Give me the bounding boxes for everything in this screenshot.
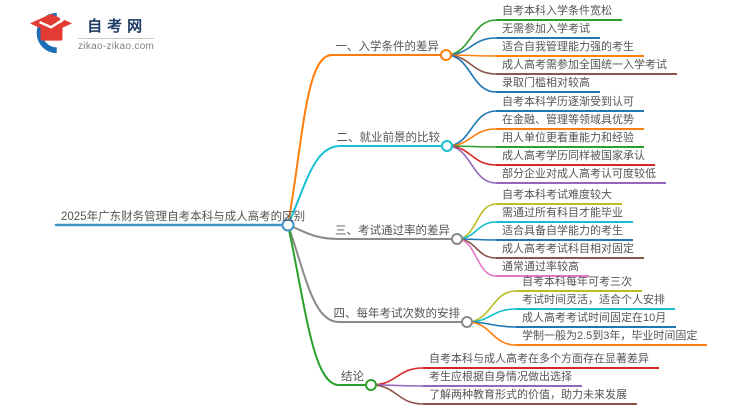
connector-line — [370, 384, 424, 405]
connector-line — [456, 203, 497, 240]
branch-node-handle[interactable] — [461, 316, 473, 328]
connector-line — [445, 54, 497, 93]
connector-line — [456, 238, 497, 277]
mindmap-branch-label[interactable]: 四、每年考试次数的安排 — [333, 308, 461, 320]
connector-line — [466, 321, 517, 328]
mindmap-leaf[interactable]: 成人高考学历同样被国家承认 — [496, 149, 655, 166]
mindmap-leaf[interactable]: 自考本科每年可考三次 — [516, 275, 642, 292]
mindmap-leaf[interactable]: 成人高考需参加全国统一入学考试 — [496, 58, 677, 75]
mindmap-leaf[interactable]: 适合自我管理能力强的考生 — [496, 40, 644, 57]
mindmap-leaf[interactable]: 考试时间灵活，适合个人安排 — [516, 293, 675, 310]
connector-line — [456, 221, 497, 240]
connector-line — [287, 224, 372, 386]
branch-node-handle[interactable] — [440, 49, 452, 61]
mindmap-leaf[interactable]: 部分企业对成人高考认可度较低 — [496, 167, 666, 184]
connector-line — [445, 19, 497, 56]
mindmap-leaf[interactable]: 在金融、管理等领域具优势 — [496, 113, 644, 130]
connector-line — [466, 308, 517, 323]
logo-domain: zikao-zikao.com — [78, 37, 155, 52]
connector-line — [466, 290, 517, 323]
connector-line — [445, 54, 497, 75]
mindmap-leaf[interactable]: 需通过所有科目才能毕业 — [496, 206, 633, 223]
mindmap-leaf[interactable]: 用人单位更看重能力和经验 — [496, 131, 644, 148]
mindmap-branch-label[interactable]: 结论 — [341, 371, 364, 383]
mindmap-branch-label[interactable]: 二、就业前景的比较 — [336, 132, 441, 144]
site-logo: 自考网 zikao-zikao.com — [28, 11, 155, 55]
mindmap-leaf[interactable]: 了解两种教育形式的价值，助力未来发展 — [423, 388, 637, 405]
connector-line — [446, 145, 497, 166]
connector-line — [466, 321, 517, 346]
mindmap-leaf[interactable]: 自考本科考试难度较大 — [496, 188, 622, 205]
connector-line — [446, 145, 497, 184]
branch-node-handle[interactable] — [365, 379, 377, 391]
connector-line — [445, 37, 497, 56]
root-topic[interactable]: 2025年广东财务管理自考本科与成人高考的区别 — [61, 211, 306, 223]
connector-line — [370, 367, 424, 386]
mindmap-leaf[interactable]: 通常通过率较高 — [496, 260, 589, 277]
mindmap-leaf[interactable]: 考生应根据自身情况做出选择 — [423, 370, 582, 387]
mindmap-leaf[interactable]: 自考本科与成人高考在多个方面存在显著差异 — [423, 352, 659, 369]
mindmap-branch-label[interactable]: 一、入学条件的差异 — [335, 41, 440, 53]
mindmap-branch-label[interactable]: 三、考试通过率的差异 — [335, 225, 450, 237]
mindmap-leaf[interactable]: 自考本科入学条件宽松 — [496, 4, 622, 21]
mindmap-leaf[interactable]: 适合具备自学能力的考生 — [496, 224, 633, 241]
branch-node-handle[interactable] — [451, 233, 463, 245]
connector-line — [456, 238, 497, 259]
connector-line — [370, 384, 424, 387]
connector-line — [445, 54, 497, 57]
mindmap-leaf[interactable]: 成人高考考试科目相对固定 — [496, 242, 644, 259]
mindmap-leaf[interactable]: 录取门槛相对较高 — [496, 76, 600, 93]
mindmap-leaf[interactable]: 无需参加入学考试 — [496, 22, 600, 39]
graduation-cap-icon — [29, 12, 73, 54]
connector-line — [287, 145, 448, 226]
branch-node-handle[interactable] — [441, 140, 453, 152]
connector-line — [456, 238, 497, 241]
connector-line — [446, 110, 497, 147]
mindmap-leaf[interactable]: 学制一般为2.5到3年，毕业时间固定 — [516, 329, 708, 346]
connector-line — [446, 128, 497, 147]
mindmap-leaf[interactable]: 自考本科学历逐渐受到认可 — [496, 95, 644, 112]
mindmap-leaf[interactable]: 成人高考考试时间固定在10月 — [516, 311, 677, 328]
connector-line — [446, 145, 497, 148]
logo-title: 自考网 — [87, 17, 148, 35]
